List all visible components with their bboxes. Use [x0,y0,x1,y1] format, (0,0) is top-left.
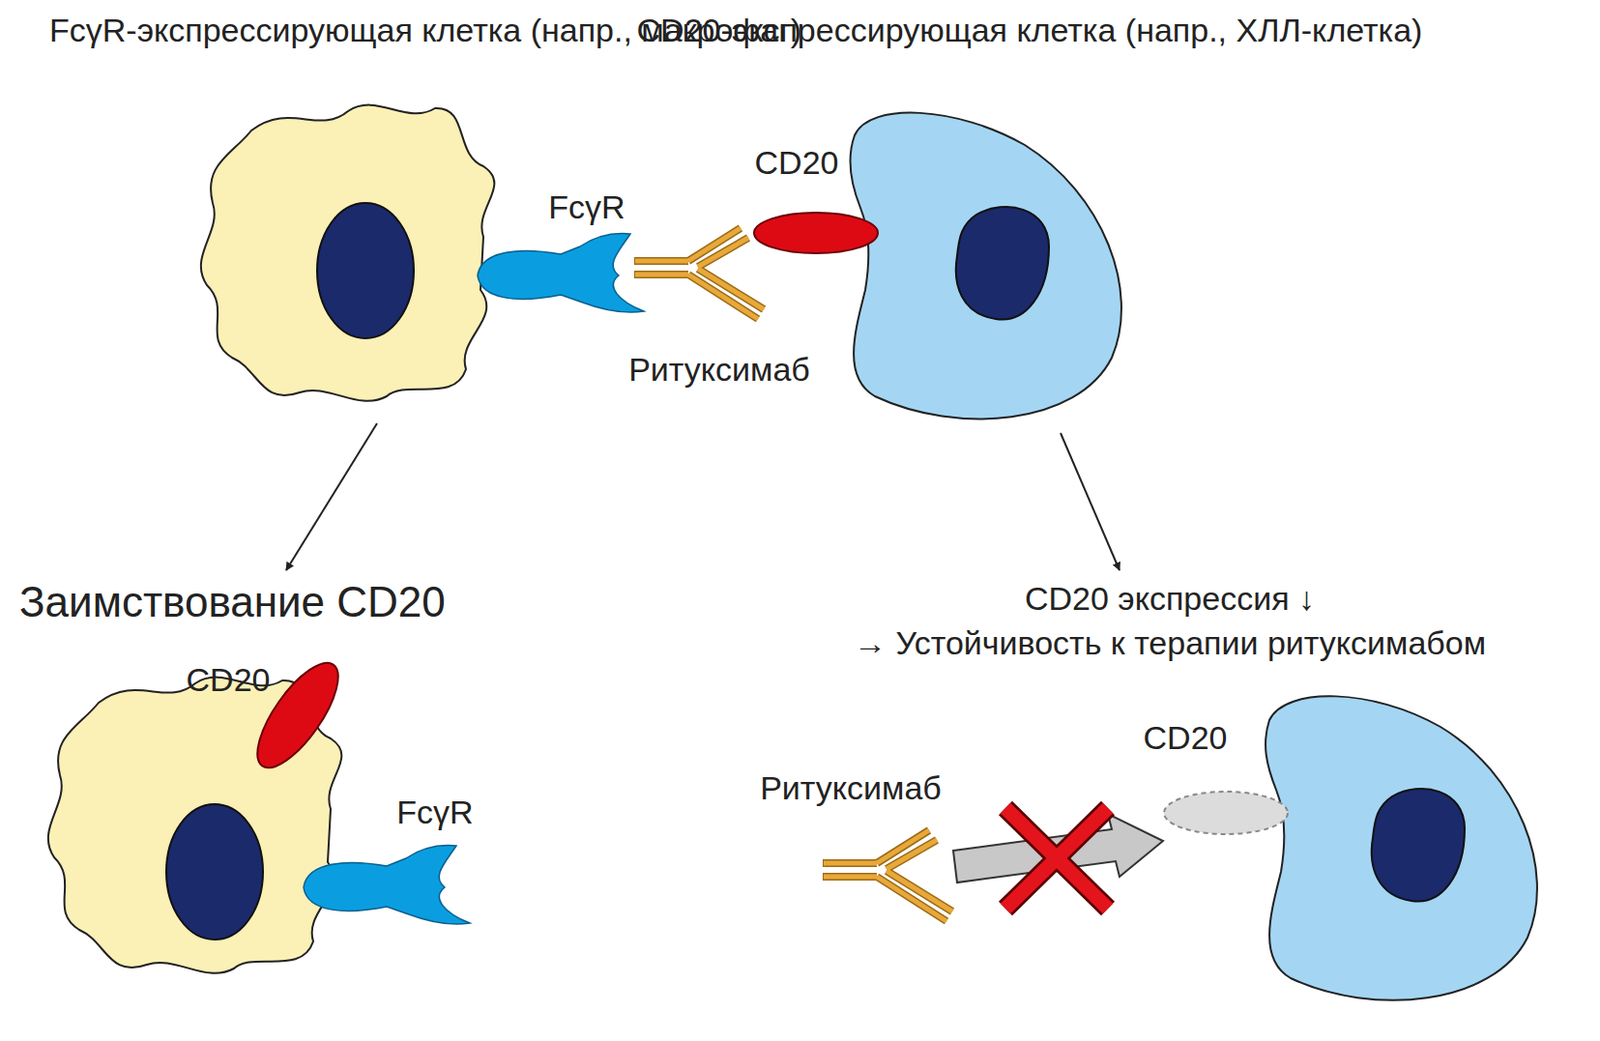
molecule-label: CD20 [186,661,271,699]
rituximab-antibody [634,228,764,320]
cll-cell [849,113,1122,420]
macrophage-cell [201,105,495,402]
cell-heading: CD20-экспрессирующая клетка (напр., ХЛЛ-… [633,7,1427,53]
flow-arrow [1060,433,1120,571]
cell-heading: Заимствование CD20 [19,576,523,629]
molecule-label: FcγR [548,188,625,227]
cll-cell [1265,696,1538,1000]
cell-heading: → Устойчивость к терапии ритуксимабом [773,620,1567,666]
molecule-label: CD20 [1143,719,1228,757]
molecule-label: FcγR [396,793,473,832]
cd20-protein [754,212,878,254]
flow-arrow [286,423,378,571]
cell-heading: CD20 экспрессия ↓ [773,576,1567,621]
molecule-label: CD20 [755,144,840,182]
fcgr-receptor [477,233,644,314]
red-cross [1005,808,1108,909]
cd20-lost [1163,791,1288,835]
fcgr-receptor [303,845,470,926]
rituximab-antibody [822,830,953,922]
molecule-label: Ритуксимаб [628,350,811,389]
molecule-label: Ритуксимаб [759,769,942,808]
